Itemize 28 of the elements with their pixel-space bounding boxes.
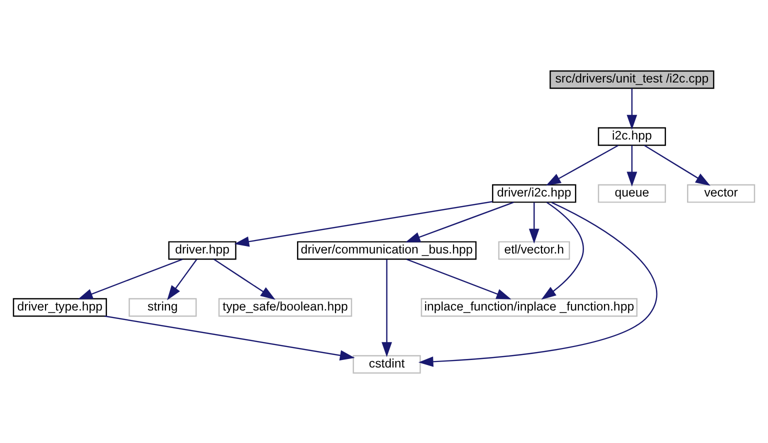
- node-box: vector: [687, 184, 756, 202]
- arrow: [546, 144, 619, 186]
- node-box: inplace_function/inplace _function.hpp: [420, 298, 638, 316]
- node-box: src/drivers/unit_test /i2c.cpp: [550, 70, 714, 88]
- node-box: driver/i2c.hpp: [492, 184, 576, 202]
- arrow: [405, 201, 514, 242]
- node-box: i2c.hpp: [598, 126, 666, 146]
- arrow: [418, 201, 658, 366]
- arrow: [78, 258, 183, 299]
- arrow: [541, 201, 584, 300]
- arrow: [528, 202, 540, 244]
- arrow: [167, 258, 198, 300]
- arrow: [644, 144, 710, 186]
- node-box: string: [128, 298, 197, 316]
- node-box: driver.hpp: [168, 240, 236, 260]
- arrow: [214, 258, 276, 300]
- arrow: [406, 258, 512, 299]
- arrow: [626, 144, 638, 186]
- node-box: driver_type.hpp: [12, 298, 107, 316]
- node-box: type_safe/boolean.hpp: [218, 298, 352, 316]
- node-box: cstdint: [352, 354, 421, 374]
- arrow: [104, 315, 355, 360]
- arrow: [234, 200, 493, 246]
- arrow: [626, 88, 638, 130]
- node-box: driver/communication _bus.hpp: [297, 240, 477, 260]
- node-box: etl/vector.h: [498, 240, 570, 260]
- node-box: queue: [598, 184, 666, 202]
- arrow: [382, 258, 392, 356]
